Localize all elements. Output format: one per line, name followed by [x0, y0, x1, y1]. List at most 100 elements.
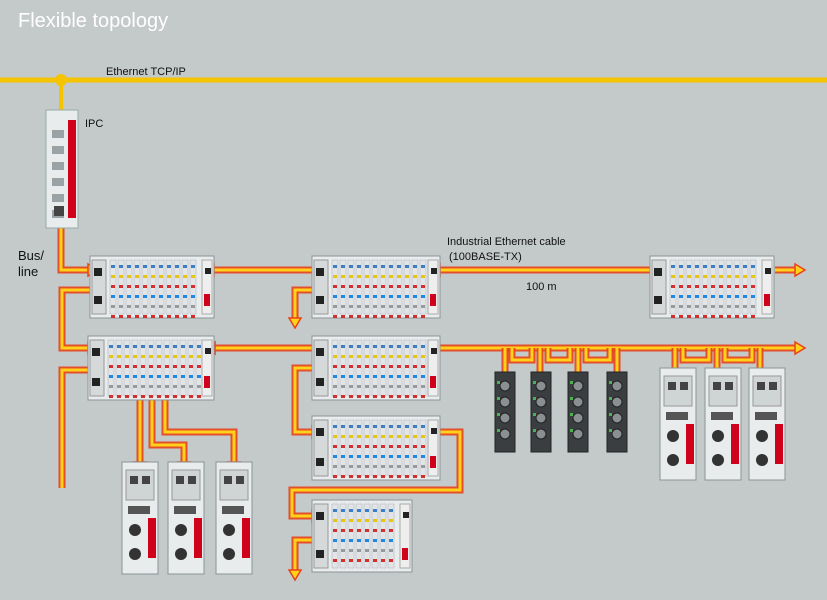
bus-coupler-3-terminal-led	[695, 305, 699, 308]
bus-coupler-7-terminal	[355, 503, 363, 569]
bus-coupler-4-terminal-led	[117, 395, 121, 398]
bus-coupler-3-terminal-led	[695, 285, 699, 288]
bus-coupler-7-terminal-led	[373, 529, 377, 532]
bus-coupler-6-terminal-led	[357, 465, 361, 468]
bus-coupler-5-terminal-led	[349, 345, 353, 348]
servo-drive-bottom-3-connector-2	[223, 548, 235, 560]
bus-coupler-1-terminal-led	[119, 265, 123, 268]
bus-coupler-1-terminal-led	[183, 305, 187, 308]
bus-coupler-2-terminal-led	[397, 275, 401, 278]
bus-coupler-2-terminal-led	[373, 265, 377, 268]
servo-drive-right-3-connector-2	[756, 454, 768, 466]
bus-coupler-4-terminal-led	[157, 375, 161, 378]
bus-coupler-4-terminal-led	[141, 365, 145, 368]
bus-coupler-3-terminal-led	[695, 265, 699, 268]
bus-coupler-7-terminal-led	[389, 509, 393, 512]
bus-coupler-5-end	[427, 339, 439, 397]
box-module-4-led	[609, 397, 612, 400]
bus-coupler-5-terminal-led	[397, 345, 401, 348]
bus-coupler-1-terminal-led	[119, 295, 123, 298]
box-module-1-led	[497, 381, 500, 384]
bus-coupler-3-terminal-led	[687, 275, 691, 278]
bus-coupler-1-terminal-led	[159, 265, 163, 268]
bus-coupler-4-terminal-led	[197, 385, 201, 388]
cable-row4-drop-core	[293, 538, 312, 570]
bus-coupler-1-terminal-led	[111, 305, 115, 308]
bus-coupler-6-terminal-led	[413, 475, 417, 478]
servo-drive-right-3-header	[752, 375, 782, 407]
cable-row1-to-row2-core	[60, 288, 90, 350]
bus-coupler-5-terminal-led	[333, 385, 337, 388]
distance-label: 100 m	[526, 281, 557, 293]
bus-coupler-2-terminal-led	[357, 265, 361, 268]
bus-coupler-4-terminal-led	[157, 355, 161, 358]
box-module-2	[530, 371, 552, 453]
bus-coupler-2-terminal-led	[413, 275, 417, 278]
bus-coupler-1-terminal-led	[191, 315, 195, 318]
bus-coupler-6-terminal-led	[333, 445, 337, 448]
bus-coupler-7-terminal-led	[365, 539, 369, 542]
bus-coupler-4-terminal-led	[157, 365, 161, 368]
bus-coupler-7-terminal-led	[333, 519, 337, 522]
bus-coupler-7-terminal-led	[373, 539, 377, 542]
servo-drive-bottom-2	[167, 461, 205, 575]
bus-coupler-5-terminal-led	[341, 375, 345, 378]
bus-coupler-4-terminal-led	[117, 365, 121, 368]
ethernet-label: Ethernet TCP/IP	[106, 66, 186, 78]
bus-coupler-6-terminal-led	[365, 455, 369, 458]
bus-coupler-1-terminal-led	[167, 275, 171, 278]
bus-coupler-5-terminal-led	[333, 355, 337, 358]
bus-coupler-3-terminal-led	[695, 295, 699, 298]
bus-coupler-7-terminal-led	[389, 549, 393, 552]
bus-coupler-2-terminal-led	[349, 275, 353, 278]
cable-coupler-2-to-3	[428, 262, 650, 278]
servo-drive-right-2-red-strip	[731, 424, 739, 464]
cable-coupler-2-drop-outer	[291, 286, 312, 318]
bus-coupler-3-terminal-led	[735, 275, 739, 278]
bus-coupler-4-terminal-led	[165, 395, 169, 398]
bus-coupler-5-terminal-led	[389, 385, 393, 388]
cable-label: Industrial Ethernet cable	[447, 236, 566, 248]
box-module-1-led	[497, 413, 500, 416]
bus-coupler-7-terminal-led	[349, 539, 353, 542]
bus-coupler-1-end-label	[204, 294, 210, 306]
bus-coupler-7-terminal-led	[357, 509, 361, 512]
box-module-2-led	[533, 397, 536, 400]
bus-coupler-2-terminal-led	[333, 275, 337, 278]
cable-servo-loop-2	[721, 348, 756, 364]
bus-coupler-5-terminal-led	[373, 355, 377, 358]
bus-coupler-4-terminal-led	[149, 345, 153, 348]
bus-coupler-5-terminal-led	[341, 355, 345, 358]
bus-coupler-1-terminal-led	[111, 285, 115, 288]
bus-coupler-5-port-side	[431, 348, 437, 354]
cable-box-loop-3-core	[584, 348, 612, 362]
bus-coupler-7-terminal-led	[349, 549, 353, 552]
bus-coupler-1-terminal-led	[191, 265, 195, 268]
bus-coupler-2-terminal-led	[373, 295, 377, 298]
bus-coupler-7-terminal-led	[341, 509, 345, 512]
bus-coupler-3-terminal-led	[695, 315, 699, 318]
servo-drive-right-2-port-a	[713, 382, 721, 390]
bus-coupler-6-terminal-led	[381, 425, 385, 428]
bus-coupler-5-terminal-led	[373, 365, 377, 368]
bus-coupler-6-terminal-led	[349, 445, 353, 448]
bus-coupler-4-terminal-led	[165, 375, 169, 378]
bus-coupler-6-terminal-led	[389, 425, 393, 428]
bus-coupler-7-terminal	[339, 503, 347, 569]
bus-coupler-4-terminal-led	[125, 355, 129, 358]
servo-drive-right-2-port-b	[725, 382, 733, 390]
bus-coupler-6-terminal-led	[421, 455, 425, 458]
bus-coupler-5-terminal-led	[381, 345, 385, 348]
servo-drive-bottom-3-port-b	[236, 476, 244, 484]
bus-coupler-5-terminal-led	[405, 375, 409, 378]
bus-coupler-4-terminal-led	[133, 385, 137, 388]
bus-coupler-3-terminal-led	[719, 315, 723, 318]
bus-coupler-6-terminal-led	[333, 475, 337, 478]
bus-coupler-7	[311, 499, 413, 573]
bus-coupler-2-terminal-led	[405, 305, 409, 308]
ipc-slot	[52, 146, 64, 154]
bus-coupler-5-terminal-led	[357, 395, 361, 398]
bus-coupler-1-terminal-led	[111, 315, 115, 318]
bus-coupler-6-terminal-led	[413, 435, 417, 438]
bus-coupler-5-terminal-led	[381, 385, 385, 388]
